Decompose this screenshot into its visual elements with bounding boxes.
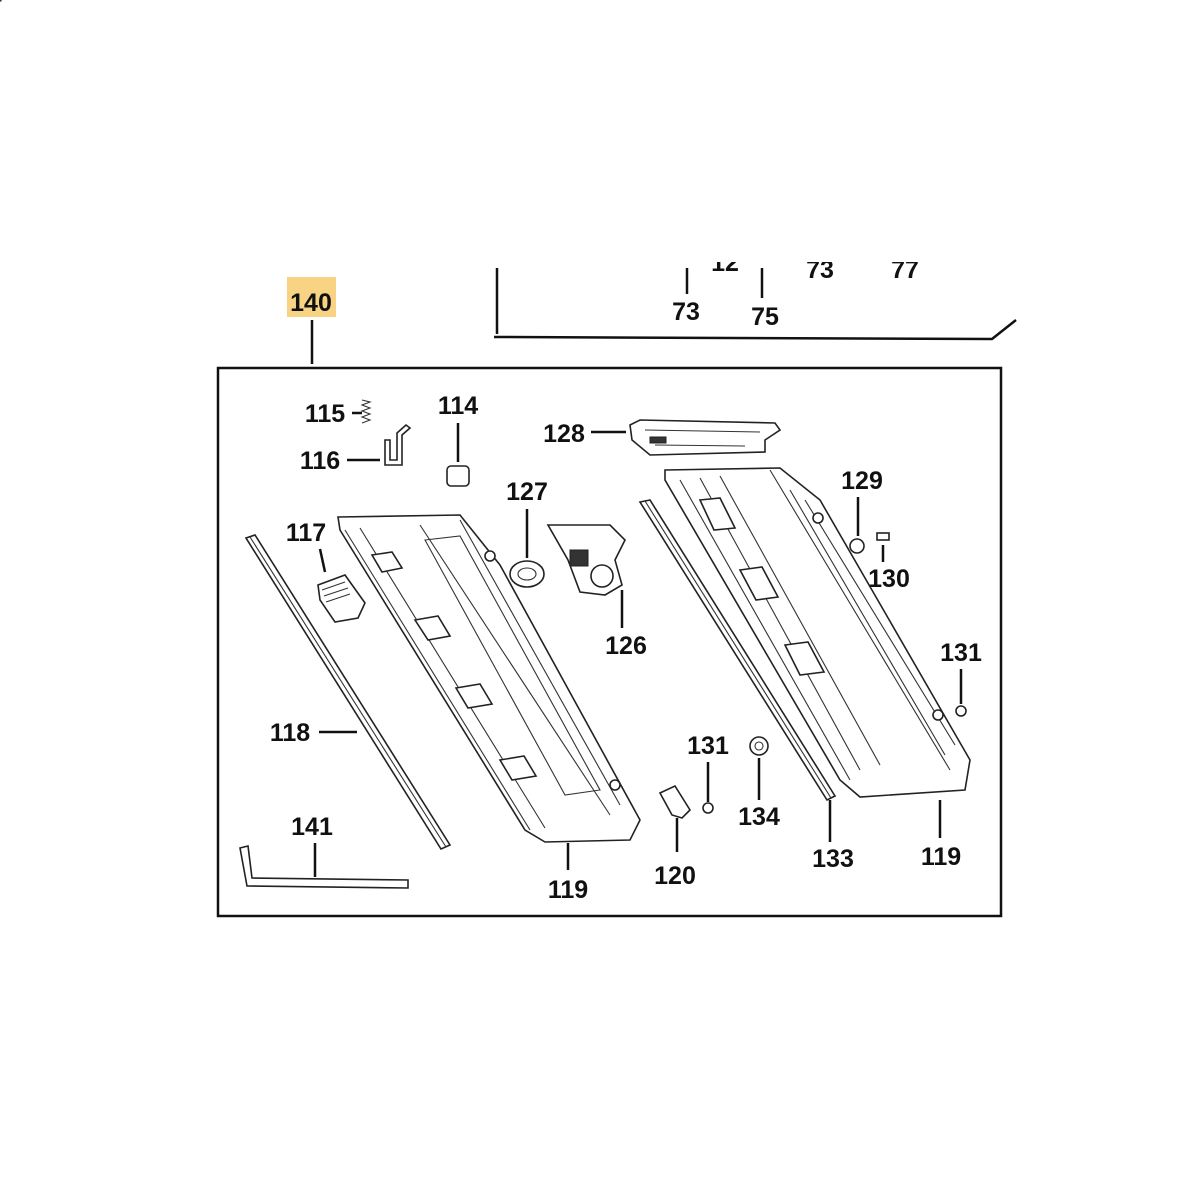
callout-119-right[interactable]: 119 bbox=[921, 843, 961, 871]
rail-right-part bbox=[638, 499, 837, 802]
latch-part bbox=[317, 574, 366, 623]
callout-128[interactable]: 128 bbox=[543, 420, 585, 448]
upper-assembly-fragment: 73 75 12 73 77 bbox=[493, 249, 1017, 341]
screw-part bbox=[876, 532, 890, 541]
callout-120[interactable]: 120 bbox=[654, 862, 696, 890]
spring-washer-part bbox=[509, 560, 545, 588]
nut-part bbox=[849, 538, 865, 554]
bushing-part bbox=[749, 736, 769, 756]
callout-119-left[interactable]: 119 bbox=[548, 876, 588, 904]
nut-part bbox=[702, 802, 714, 814]
callout-73: 73 bbox=[672, 298, 700, 326]
magazine-left-part bbox=[0, 0, 641, 843]
callout-134[interactable]: 134 bbox=[738, 803, 780, 831]
clip-part bbox=[658, 784, 692, 819]
highlight-140 bbox=[287, 277, 336, 317]
callout-141[interactable]: 141 bbox=[291, 813, 333, 841]
roller-part bbox=[446, 465, 470, 487]
hook-part bbox=[384, 423, 412, 466]
callout-118[interactable]: 118 bbox=[270, 719, 310, 747]
assembly-frame bbox=[216, 366, 1003, 918]
hex-key-part bbox=[239, 845, 409, 889]
spring-part bbox=[360, 399, 372, 424]
callout-131-right[interactable]: 131 bbox=[940, 639, 982, 667]
callout-117[interactable]: 117 bbox=[286, 519, 326, 547]
callout-clipped: 73 bbox=[806, 256, 834, 284]
callout-129[interactable]: 129 bbox=[841, 467, 883, 495]
callout-75: 75 bbox=[751, 303, 779, 331]
callout-114[interactable]: 114 bbox=[438, 392, 478, 420]
callout-115[interactable]: 115 bbox=[305, 400, 345, 428]
nut-part bbox=[955, 705, 967, 717]
callout-133[interactable]: 133 bbox=[812, 845, 854, 873]
callout-140[interactable]: 140 bbox=[290, 289, 332, 317]
callout-116[interactable]: 116 bbox=[300, 447, 340, 475]
callout-131-center[interactable]: 131 bbox=[687, 732, 729, 760]
callout-130[interactable]: 130 bbox=[868, 565, 910, 593]
callout-clipped: 12 bbox=[711, 249, 739, 277]
magazine-right-part bbox=[664, 467, 971, 798]
callout-127[interactable]: 127 bbox=[506, 478, 548, 506]
callout-126[interactable]: 126 bbox=[605, 632, 647, 660]
callout-clipped: 77 bbox=[891, 256, 919, 284]
